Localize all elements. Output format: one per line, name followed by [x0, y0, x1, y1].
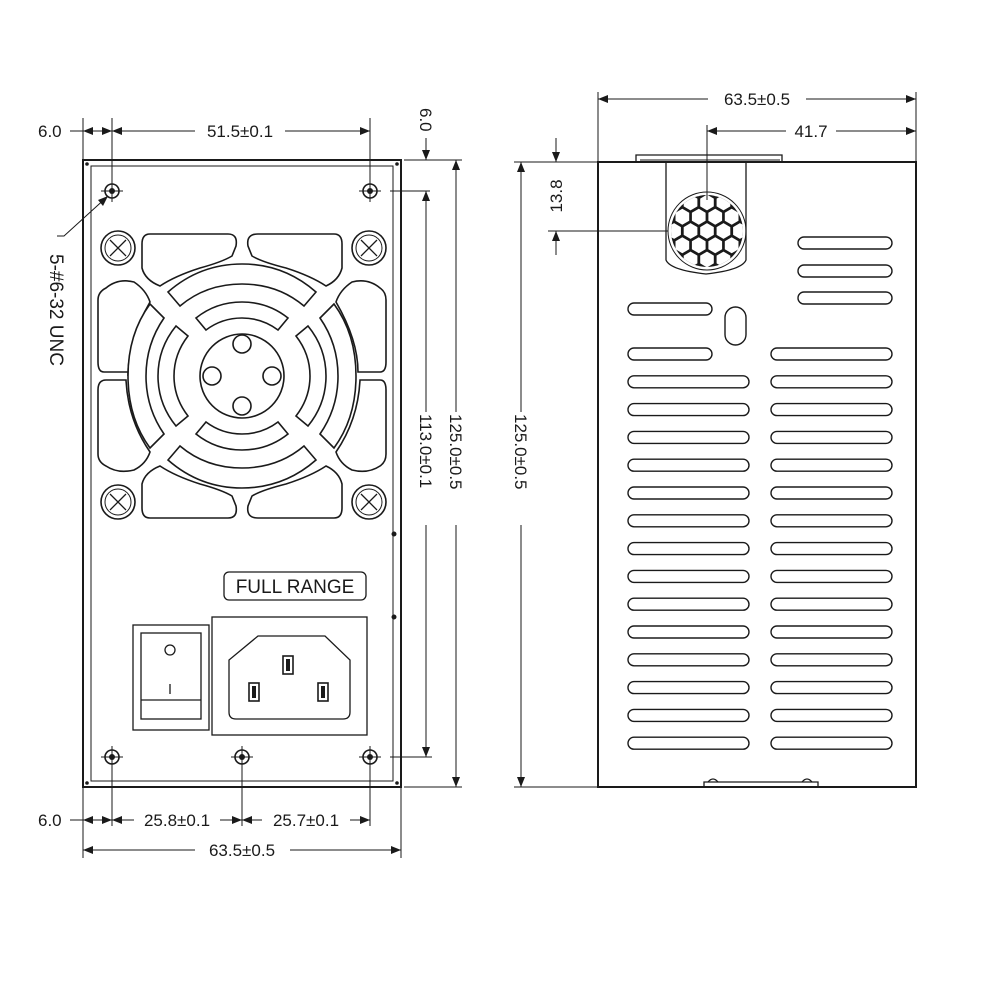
mount-hole-bottom-right	[359, 746, 381, 768]
dim-fan-drop-text: 13.8	[547, 179, 566, 212]
vent-slot	[770, 402, 893, 417]
dim-side-top: 63.5±0.5 41.7	[597, 90, 917, 200]
vent-slot	[770, 458, 893, 472]
screw-callout: 5-#6-32 UNC	[45, 195, 109, 366]
vent-slot	[770, 736, 893, 750]
side-panel-outline	[597, 161, 917, 788]
vent-slot	[627, 430, 750, 445]
power-switch	[132, 624, 210, 731]
vent-slot	[627, 347, 713, 361]
oval-vent	[724, 306, 747, 346]
dim-height-front: 125.0±0.5	[404, 160, 465, 788]
vent-slot	[627, 402, 750, 417]
vent-slot	[770, 486, 893, 500]
vent-slot	[627, 708, 750, 723]
vent-slot	[797, 264, 893, 278]
vent-slot	[770, 625, 893, 639]
vent-slot	[627, 680, 750, 695]
dim-hole-vertical: 113.0±0.1	[390, 191, 435, 758]
vent-slot	[770, 514, 893, 528]
dim-top-margin: 6.0	[390, 108, 462, 192]
vent-slot	[770, 653, 893, 667]
dim-hole-vertical-text: 113.0±0.1	[416, 414, 435, 488]
dim-left-margin-top: 6.0	[38, 122, 62, 141]
vent-slot	[797, 236, 893, 250]
mount-hole-top-right	[359, 180, 381, 202]
mount-hole-bottom-left	[101, 746, 123, 768]
vent-slot	[627, 486, 750, 500]
vent-slot	[627, 625, 750, 639]
vent-slot	[627, 514, 750, 528]
dim-bottom: 6.0 25.8±0.1 25.7±0.1 63.5±0.5	[38, 768, 402, 860]
dim-side-fan-drop: 13.8	[514, 138, 668, 255]
vent-slot	[770, 569, 893, 584]
dim-top: 6.0 51.5±0.1	[38, 118, 371, 180]
vent-slot	[770, 597, 893, 611]
dim-height-side: 125.0±0.5	[511, 162, 598, 788]
vent-slot	[627, 302, 713, 316]
vent-slot	[770, 430, 893, 445]
vent-slot	[627, 458, 750, 472]
dim-width-side: 63.5±0.5	[724, 90, 790, 109]
full-range-label-box	[223, 571, 367, 601]
dim-hole-spacing-bottom-left: 25.8±0.1	[144, 811, 210, 830]
dim-top-margin-text: 6.0	[416, 108, 435, 132]
side-view: 63.5±0.5 41.7 13.8 125.0±0.5	[511, 90, 917, 788]
vent-slot	[770, 541, 893, 556]
side-vent-slots	[627, 236, 893, 750]
vent-slot	[627, 541, 750, 556]
ac-inlet	[211, 616, 368, 736]
full-range-label: FULL RANGE	[236, 577, 355, 598]
dim-left-margin-bottom: 6.0	[38, 811, 62, 830]
fan-screw-top-left	[100, 230, 136, 266]
fan-screw-bottom-right	[351, 484, 387, 520]
vent-slot	[770, 347, 893, 361]
dim-width-front: 63.5±0.5	[209, 841, 275, 860]
dim-height-side-text: 125.0±0.5	[511, 414, 530, 490]
vent-slot	[770, 708, 893, 723]
screw-callout-text: 5-#6-32 UNC	[45, 254, 66, 366]
side-fan-vent	[665, 162, 747, 275]
front-view: FULL RANGE 5-#6-32 UNC	[38, 108, 465, 860]
vent-slot	[627, 569, 750, 584]
vent-slot	[770, 375, 893, 389]
switch-off-symbol	[164, 644, 176, 656]
vent-slot	[770, 680, 893, 695]
mount-hole-bottom-middle	[231, 746, 253, 768]
dim-hole-spacing-bottom-right: 25.7±0.1	[273, 811, 339, 830]
dim-fan-offset: 41.7	[794, 122, 827, 141]
fan-screw-top-right	[351, 230, 387, 266]
fan-grille	[97, 233, 387, 519]
vent-slot	[797, 291, 893, 305]
vent-slot	[627, 653, 750, 667]
dim-hole-spacing-top: 51.5±0.1	[207, 122, 273, 141]
vent-slot	[627, 375, 750, 389]
vent-slot	[627, 736, 750, 750]
dim-height-front-text: 125.0±0.5	[446, 414, 465, 490]
mount-hole-top-left	[101, 180, 123, 202]
fan-screw-bottom-left	[100, 484, 136, 520]
vent-slot	[627, 597, 750, 611]
